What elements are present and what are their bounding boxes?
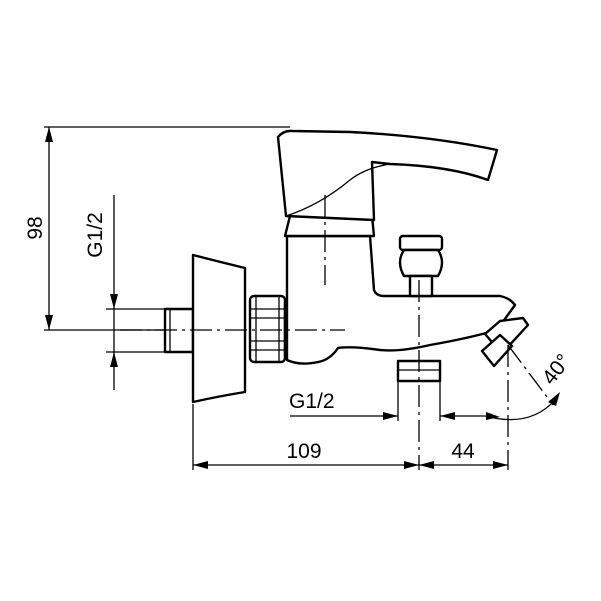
outlet-thread-label: G1/2 <box>289 390 335 413</box>
dimension-lengths: 109 44 <box>192 404 508 470</box>
length-109-label: 109 <box>286 440 321 463</box>
dimension-height: 98 <box>24 126 290 331</box>
inlet-thread-label: G1/2 <box>84 212 107 258</box>
length-44-label: 44 <box>451 440 475 463</box>
height-dimension-label: 98 <box>24 216 47 239</box>
centerlines <box>120 195 554 470</box>
faucet-body <box>283 234 517 365</box>
wall-escutcheon <box>191 253 247 404</box>
union-nut <box>248 294 287 364</box>
diverter-knob <box>398 234 444 298</box>
lever-handle <box>276 129 499 238</box>
dimension-thread-outlet: G1/2 <box>289 390 485 420</box>
dimension-thread-inlet: G1/2 <box>84 195 165 390</box>
spout-outlet <box>480 316 530 368</box>
angle-label: 40° <box>538 350 576 389</box>
